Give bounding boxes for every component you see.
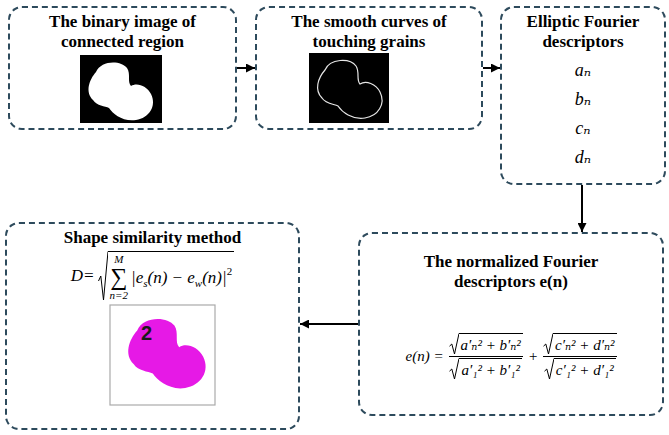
upper-limit: M — [114, 253, 123, 265]
box-title: The normalized Fourier descriptors e(n) — [401, 252, 621, 291]
numerator: c′ₙ² + d′ₙ² — [553, 333, 617, 355]
lower-limit: n=2 — [110, 289, 128, 301]
equation-text: (n)| — [202, 268, 227, 287]
curve-image — [309, 53, 389, 123]
sum-symbol: ∑ — [110, 265, 127, 289]
process-box: Shape similarity methodD= M∑n=2|es(n) − e… — [5, 222, 300, 430]
flow-arrow — [300, 323, 358, 325]
fraction-bar — [449, 356, 523, 357]
process-box: The normalized Fourier descriptors e(n) e… — [358, 232, 664, 416]
equation-text: e(n) = — [406, 348, 444, 365]
process-box: The smooth curves of touching grains — [255, 6, 483, 130]
equation-text: D= — [71, 266, 95, 286]
box-title: The smooth curves of touching grains — [287, 12, 452, 51]
radical-sign — [544, 358, 554, 380]
process-box: Elliptic Fourier descriptors aₙbₙcₙdₙ — [500, 6, 666, 185]
numerator: a′ₙ² + b′ₙ² — [459, 333, 523, 355]
equation-text: |e — [131, 268, 143, 287]
descriptor-symbol: cₙ — [575, 114, 590, 143]
square-root: c′₁² + d′₁² — [544, 358, 616, 380]
radical-stroke — [449, 334, 459, 355]
subscript: s — [143, 277, 147, 289]
box-title: Shape similarity method — [18, 228, 288, 248]
radicand: M∑n=2|es(n) − ew(n)|2 — [108, 251, 235, 301]
descriptor-symbol: dₙ — [575, 143, 591, 172]
square-root: a′₁² + b′₁² — [449, 358, 522, 380]
radical-stroke — [98, 251, 108, 300]
equation: D= M∑n=2|es(n) − ew(n)|2 — [71, 251, 234, 301]
radical-stroke — [544, 334, 554, 355]
grain-blob — [89, 62, 153, 120]
denominator: a′₁² + b′₁² — [459, 358, 522, 380]
subscript: w — [195, 277, 202, 289]
radical-stroke — [544, 359, 554, 380]
radical-sign — [449, 358, 459, 380]
callout-number: 2 — [141, 323, 152, 343]
descriptor-symbol: aₙ — [575, 56, 591, 85]
fraction-bar — [543, 356, 617, 357]
grain-contour — [318, 60, 382, 118]
square-root: c′ₙ² + d′ₙ² — [543, 333, 617, 355]
flow-arrow — [483, 67, 500, 69]
fraction: a′ₙ² + b′ₙ² a′₁² + b′₁² — [449, 333, 523, 380]
descriptor-symbol: bₙ — [575, 85, 591, 114]
binary-image — [80, 55, 162, 123]
matched-grain — [128, 319, 205, 388]
square-root: M∑n=2|es(n) − ew(n)|2 — [98, 251, 235, 301]
process-box: The binary image of connected region — [8, 6, 237, 130]
summand: |es(n) − ew(n)|2 — [131, 261, 232, 293]
equation: e(n) = a′ₙ² + b′ₙ² a′₁² + b′₁² + c′ₙ² + d′ₙ²… — [406, 333, 617, 380]
square-root: a′ₙ² + b′ₙ² — [449, 333, 523, 355]
result-image — [110, 305, 215, 405]
box-title: Elliptic Fourier descriptors — [508, 12, 658, 51]
exponent: 2 — [227, 265, 233, 277]
box-title: The binary image of connected region — [23, 12, 223, 51]
fraction: c′ₙ² + d′ₙ² c′₁² + d′₁² — [543, 333, 617, 380]
flow-arrow — [581, 185, 583, 232]
plus-sign: + — [528, 348, 538, 365]
radical-sign — [98, 251, 108, 301]
radical-stroke — [450, 359, 460, 380]
equation-text: (n) − e — [148, 268, 195, 287]
descriptor-list: aₙbₙcₙdₙ — [575, 56, 591, 172]
flow-arrow — [237, 67, 255, 69]
summation: M∑n=2 — [110, 253, 128, 301]
radical-sign — [543, 333, 553, 355]
denominator: c′₁² + d′₁² — [554, 358, 616, 380]
radical-sign — [449, 333, 459, 355]
